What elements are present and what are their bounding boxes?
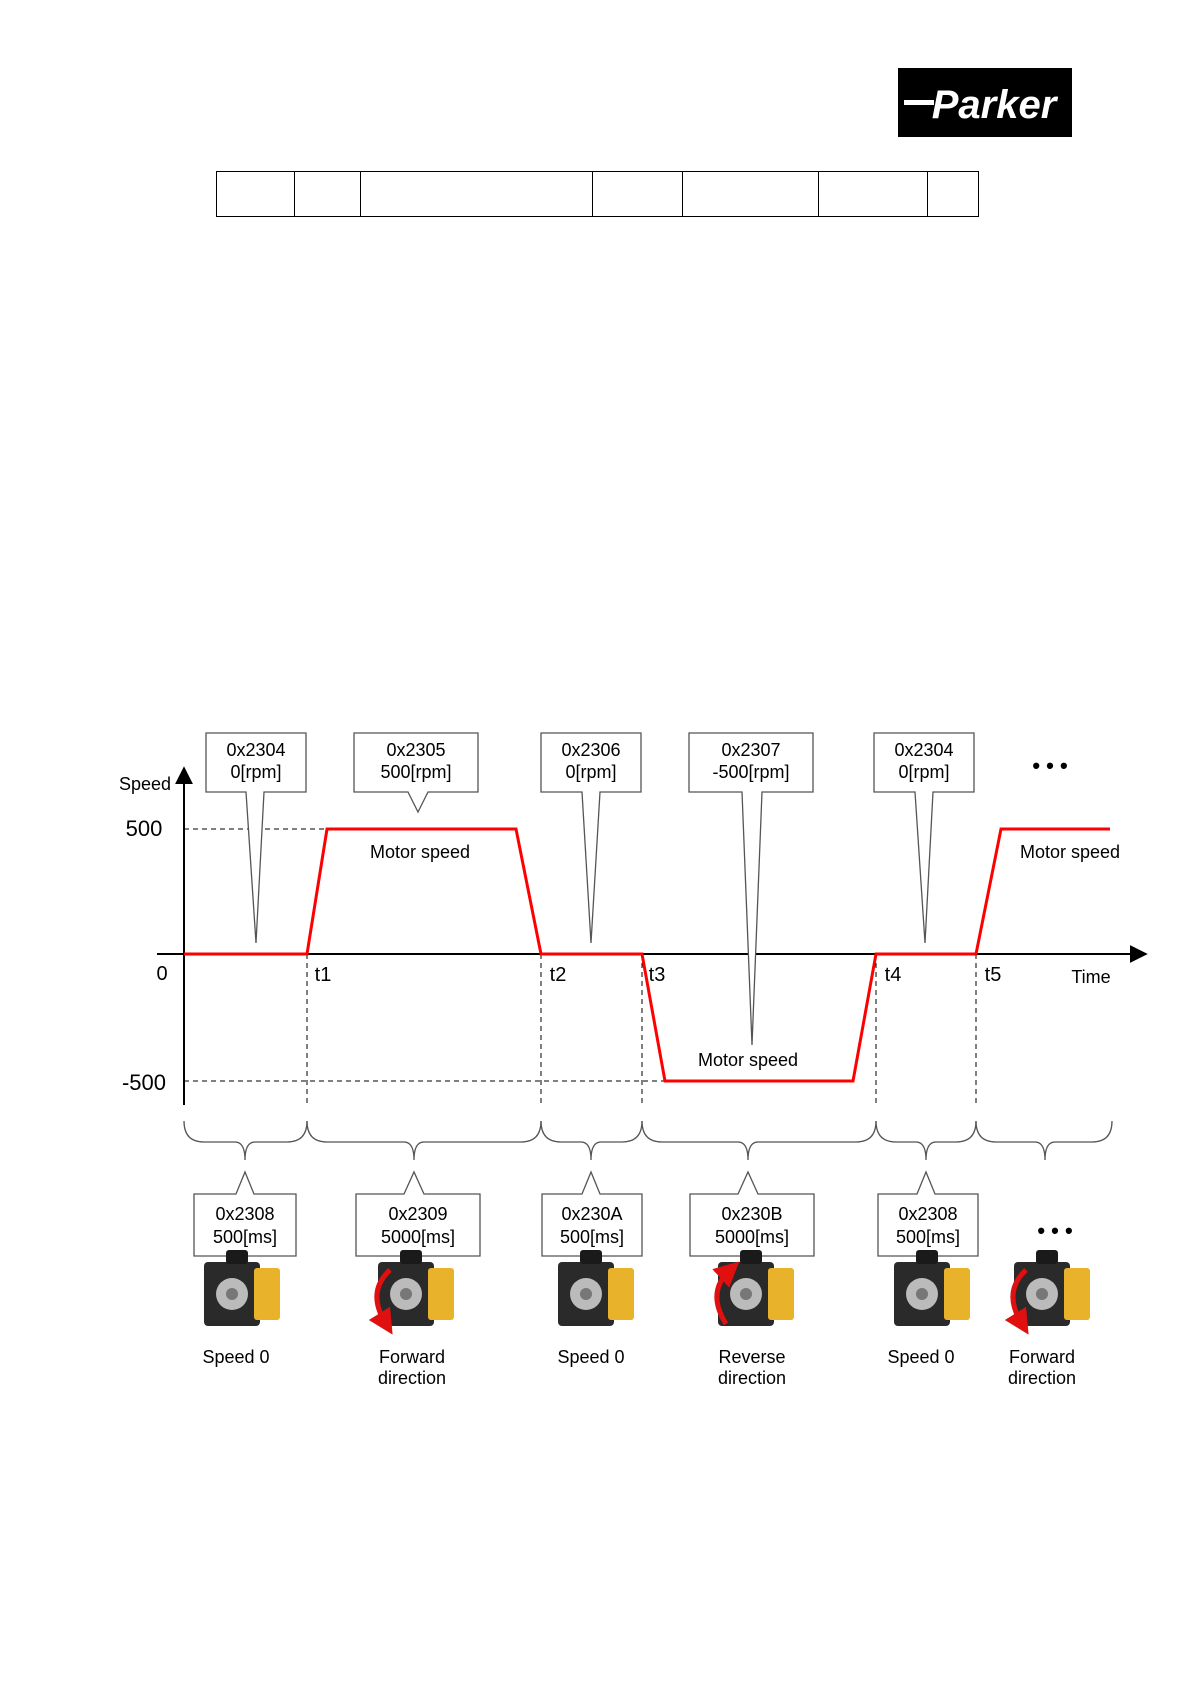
bottom-callout: 0x230A 500[ms] bbox=[541, 1170, 643, 1257]
top-callout: 0x2306 0[rpm] bbox=[540, 732, 642, 944]
motor-caption: direction bbox=[718, 1368, 786, 1388]
callout-line1: 0x230B bbox=[721, 1204, 782, 1224]
callout-line1: 0x2308 bbox=[898, 1204, 957, 1224]
speed-label-2: Motor speed bbox=[698, 1050, 798, 1070]
bottom-callout: 0x2308 500[ms] bbox=[193, 1170, 297, 1257]
motor-row: Speed 0 Forward direction Speed 0 Revers… bbox=[202, 1250, 1090, 1388]
motor-caption: Speed 0 bbox=[887, 1347, 954, 1367]
x-axis-label: Time bbox=[1071, 967, 1110, 987]
callout-line2: 500[ms] bbox=[896, 1227, 960, 1247]
level-label-500: 500 bbox=[126, 816, 163, 841]
header-table bbox=[216, 171, 979, 217]
callout-line1: 0x2304 bbox=[894, 740, 953, 760]
bottom-callouts: 0x2308 500[ms] 0x2309 5000[ms] 0x230A 50… bbox=[193, 1170, 1073, 1257]
time-label-t3: t3 bbox=[649, 964, 666, 986]
servo-motor-icon bbox=[204, 1250, 280, 1326]
servo-motor-icon bbox=[1004, 1250, 1090, 1335]
origin-label: 0 bbox=[156, 963, 167, 985]
servo-motor-icon bbox=[712, 1250, 794, 1326]
callout-line2: 500[ms] bbox=[213, 1227, 277, 1247]
motor-caption: direction bbox=[1008, 1368, 1076, 1388]
top-callout: 0x2305 500[rpm] bbox=[353, 732, 479, 814]
header-cell bbox=[216, 171, 295, 217]
brace bbox=[641, 1120, 877, 1161]
motor-caption: Speed 0 bbox=[202, 1347, 269, 1367]
header-cell bbox=[360, 171, 593, 217]
motor-caption: Forward bbox=[379, 1347, 445, 1367]
time-markers: t1 t2 t3 t4 t5 bbox=[306, 954, 1002, 1105]
top-callout: 0x2304 0[rpm] bbox=[873, 732, 975, 944]
callout-line2: -500[rpm] bbox=[712, 762, 789, 782]
logo-text: Parker bbox=[932, 83, 1059, 127]
forward-arrow-icon bbox=[1004, 1268, 1029, 1335]
callout-line1: 0x2305 bbox=[386, 740, 445, 760]
motor-caption: Reverse bbox=[718, 1347, 785, 1367]
brace bbox=[875, 1120, 977, 1161]
ellipsis-top: • • • bbox=[1032, 753, 1067, 778]
duration-braces bbox=[183, 1120, 1113, 1161]
callout-line2: 0[rpm] bbox=[565, 762, 616, 782]
callout-line2: 5000[ms] bbox=[381, 1227, 455, 1247]
speed-label-1: Motor speed bbox=[370, 842, 470, 862]
motor-caption: direction bbox=[378, 1368, 446, 1388]
forward-arrow-icon bbox=[368, 1268, 393, 1335]
bottom-callout: 0x2308 500[ms] bbox=[877, 1170, 979, 1257]
callout-line2: 5000[ms] bbox=[715, 1227, 789, 1247]
brace bbox=[183, 1120, 308, 1161]
brace bbox=[306, 1120, 542, 1161]
reverse-arrow-icon bbox=[712, 1261, 740, 1326]
callout-line1: 0x2304 bbox=[226, 740, 285, 760]
brace bbox=[975, 1120, 1113, 1161]
callout-line2: 500[ms] bbox=[560, 1227, 624, 1247]
brace bbox=[540, 1120, 643, 1161]
motor-caption: Forward bbox=[1009, 1347, 1075, 1367]
header-cell bbox=[592, 171, 683, 217]
header-table-row bbox=[216, 171, 979, 217]
time-label-t5: t5 bbox=[985, 964, 1002, 986]
time-label-t2: t2 bbox=[550, 964, 567, 986]
callout-line2: 0[rpm] bbox=[898, 762, 949, 782]
top-callout: 0x2304 0[rpm] bbox=[205, 732, 307, 944]
y-axis-label: Speed bbox=[119, 774, 171, 794]
callout-line2: 500[rpm] bbox=[380, 762, 451, 782]
servo-motor-icon bbox=[368, 1250, 454, 1335]
header-cell bbox=[927, 171, 979, 217]
header-cell bbox=[818, 171, 928, 217]
callout-line1: 0x2309 bbox=[388, 1204, 447, 1224]
ellipsis-bottom: • • • bbox=[1037, 1218, 1072, 1243]
callout-line1: 0x2308 bbox=[215, 1204, 274, 1224]
top-callouts: 0x2304 0[rpm] 0x2305 500[rpm] 0x2306 0[r… bbox=[205, 732, 1068, 1046]
parker-logo: Parker bbox=[898, 68, 1072, 137]
bottom-callout: 0x2309 5000[ms] bbox=[355, 1170, 481, 1257]
motor-speed-line bbox=[184, 827, 1110, 1083]
servo-motor-icon bbox=[894, 1250, 970, 1326]
servo-motor-icon bbox=[558, 1250, 634, 1326]
callout-line1: 0x2306 bbox=[561, 740, 620, 760]
header-cell bbox=[682, 171, 819, 217]
motor-caption: Speed 0 bbox=[557, 1347, 624, 1367]
time-label-t1: t1 bbox=[315, 964, 332, 986]
level-label-minus-500: -500 bbox=[122, 1070, 166, 1095]
speed-label-3: Motor speed bbox=[1020, 842, 1120, 862]
callout-line1: 0x230A bbox=[561, 1204, 622, 1224]
time-label-t4: t4 bbox=[885, 964, 902, 986]
callout-line1: 0x2307 bbox=[721, 740, 780, 760]
top-callout: 0x2307 -500[rpm] bbox=[688, 732, 814, 1046]
bottom-callout: 0x230B 5000[ms] bbox=[689, 1170, 815, 1257]
callout-line2: 0[rpm] bbox=[230, 762, 281, 782]
